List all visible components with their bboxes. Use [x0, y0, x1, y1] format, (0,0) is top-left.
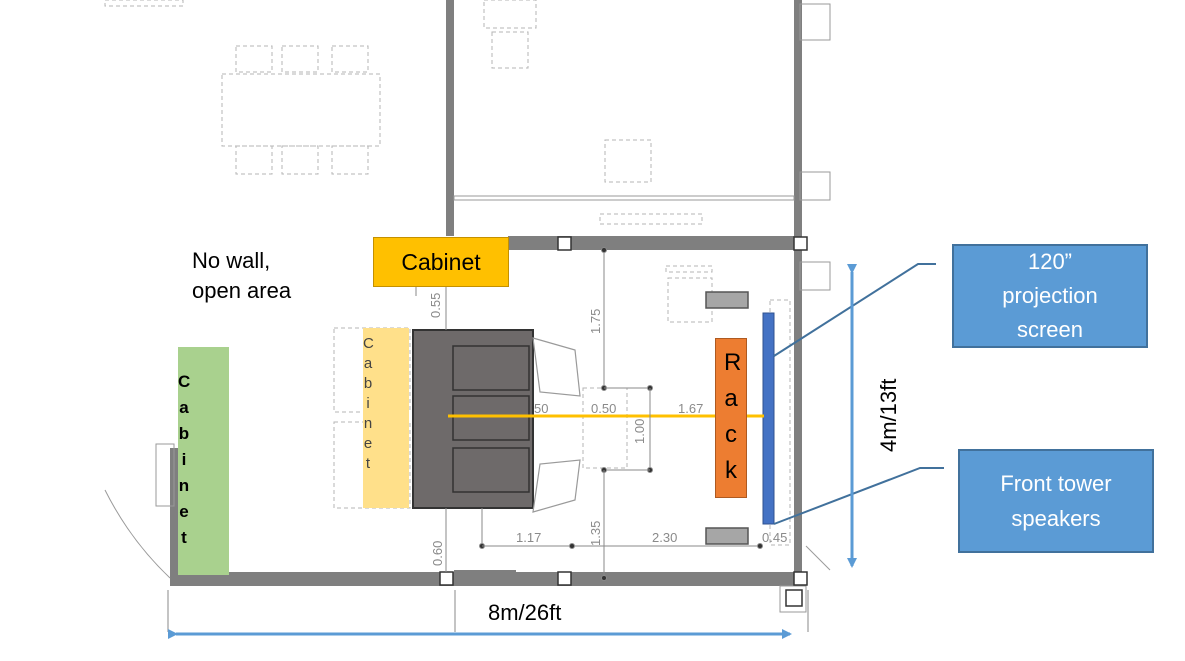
- front-speaker-box: [705, 527, 749, 545]
- cabinet-left: Cabinet: [178, 347, 229, 575]
- dim-230: 2.30: [652, 530, 677, 545]
- dim-055: 0.55: [428, 293, 443, 318]
- projection-screen: [762, 312, 775, 525]
- dimension-lines: [167, 247, 809, 632]
- speakers-callout-line1: Front tower: [1000, 471, 1112, 496]
- screen-callout-line3: screen: [1016, 317, 1084, 342]
- screen-callout-line2: projection: [1002, 283, 1098, 308]
- cabinet-mid-label: Cabinet: [363, 335, 374, 472]
- rack: Rack: [715, 338, 747, 498]
- dim-167: 1.67: [678, 401, 703, 416]
- dim-050: 0.50: [591, 401, 616, 416]
- screen-callout: 120” projection screen: [952, 244, 1148, 348]
- open-area-note: No wall, open area: [192, 246, 291, 306]
- dim-135: 1.35: [588, 521, 603, 546]
- dim-117: 1.17: [516, 530, 541, 545]
- open-area-line1: No wall,: [192, 248, 271, 273]
- screen-callout-line1: 120”: [1027, 249, 1073, 274]
- rack-label: Rack: [724, 349, 742, 484]
- speakers-callout: Front tower speakers: [958, 449, 1154, 553]
- columns: [439, 236, 808, 607]
- desk-console: [412, 329, 534, 509]
- cabinet-left-label: Cabinet: [178, 372, 191, 547]
- callout-leaders: [773, 263, 944, 525]
- dim-045: 0.45: [762, 530, 787, 545]
- chairs: [532, 337, 581, 513]
- width-dimension-label: 8m/26ft: [488, 600, 561, 625]
- dimension-labels: 0.55 1.75 0.50 1.67 1.00 50 1.35 1.17 2.…: [428, 293, 787, 566]
- dim-100: 1.00: [632, 419, 647, 444]
- wall-openings: [104, 3, 831, 613]
- cabinet-top: Cabinet: [373, 237, 509, 287]
- cabinet-mid: Cabinet: [363, 328, 409, 508]
- cabinet-top-label: Cabinet: [401, 248, 481, 275]
- dim-175: 1.75: [588, 309, 603, 334]
- dim-050-partial: 50: [534, 401, 548, 416]
- dim-060: 0.60: [430, 541, 445, 566]
- rear-speaker-box: [705, 291, 749, 309]
- open-area-line2: open area: [192, 278, 292, 303]
- depth-dimension-label: 4m/13ft: [876, 379, 901, 452]
- speakers-callout-line2: speakers: [1011, 506, 1101, 531]
